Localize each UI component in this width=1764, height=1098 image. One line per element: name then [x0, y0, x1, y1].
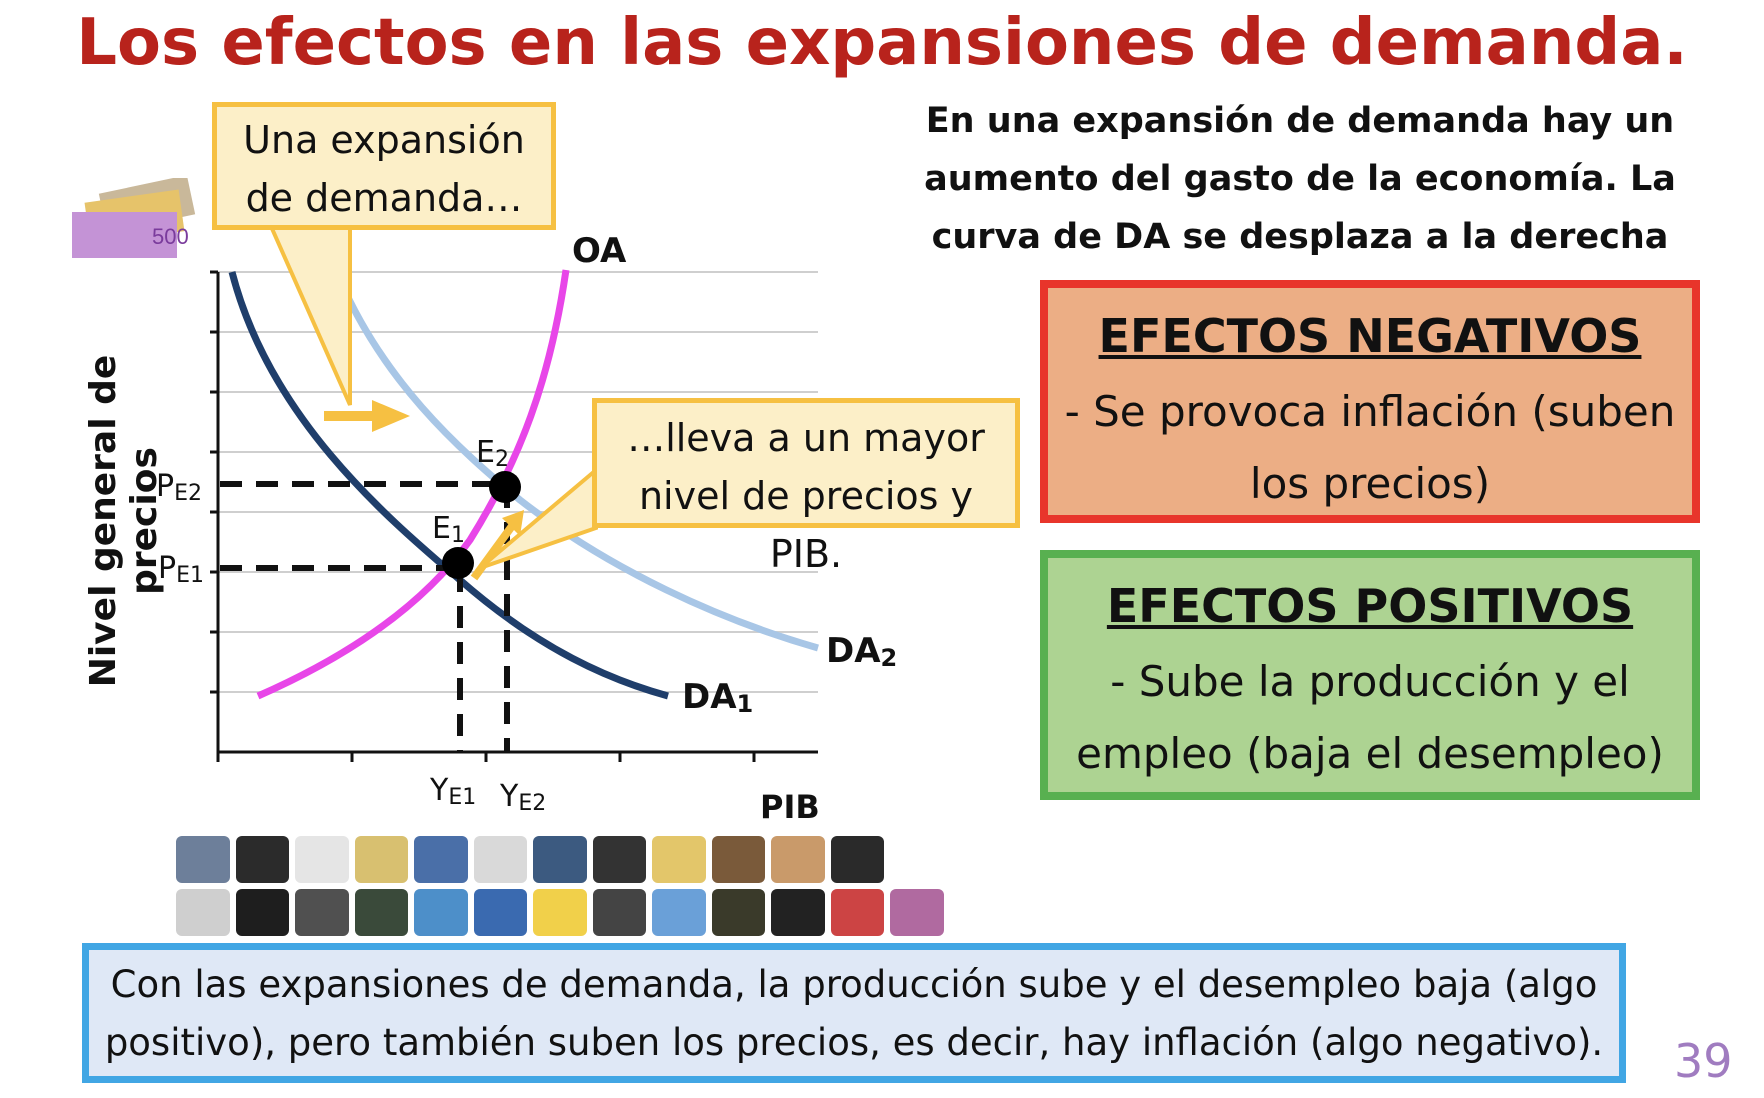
- movement-arrow: [470, 510, 524, 581]
- negative-effects-heading: EFECTOS NEGATIVOS: [1098, 309, 1642, 363]
- banknote-label: 500: [152, 224, 189, 249]
- oa-label: OA: [572, 231, 627, 271]
- equilibrium-point-e1: [442, 547, 474, 579]
- positive-effects-box: EFECTOS POSITIVOS - Sube la producción y…: [1040, 550, 1700, 800]
- x-axis-label: PIB: [760, 788, 820, 826]
- ye1-label: YE1: [429, 773, 476, 810]
- page-number: 39: [1674, 1034, 1733, 1088]
- da2-label: DA2: [826, 631, 897, 672]
- negative-effects-box: EFECTOS NEGATIVOS - Se provoca inflación…: [1040, 280, 1700, 523]
- callout-expansion: Una expansión de demanda…: [212, 102, 556, 230]
- oa-curve: [256, 269, 570, 700]
- callout-1-pointer: [266, 222, 352, 406]
- pe1-label: PE1: [158, 551, 204, 588]
- product-images: [176, 836, 944, 936]
- e2-label: E2: [476, 435, 509, 472]
- intro-text: En una expansión de demanda hay un aumen…: [924, 101, 1676, 257]
- as-ad-diagram: OA DA2 DA1 E1 E2 PE2 PE1 YE1 YE2 PIB: [156, 222, 897, 826]
- pe2-label: PE2: [156, 469, 202, 506]
- ye2-label: YE2: [499, 779, 546, 816]
- conclusion-box: Con las expansiones de demanda, la produ…: [82, 943, 1626, 1083]
- negative-effects-text: - Se provoca inflación (suben los precio…: [1064, 387, 1676, 508]
- page-title: Los efectos en las expansiones de demand…: [76, 6, 1688, 80]
- positive-effects-text: - Sube la producción y el empleo (baja e…: [1076, 657, 1664, 778]
- shift-arrow: [324, 400, 410, 432]
- axes: [210, 270, 818, 762]
- da1-label: DA1: [682, 677, 753, 718]
- da2-curve: [331, 266, 819, 652]
- callout-result: …lleva a un mayor nivel de precios y PIB…: [592, 398, 1020, 576]
- positive-effects-heading: EFECTOS POSITIVOS: [1106, 579, 1634, 633]
- e1-label: E1: [432, 511, 465, 548]
- y-axis-label: Nivel general de precios: [83, 354, 165, 688]
- banknotes-image: 500: [62, 175, 212, 278]
- equilibrium-point-e2: [489, 471, 521, 503]
